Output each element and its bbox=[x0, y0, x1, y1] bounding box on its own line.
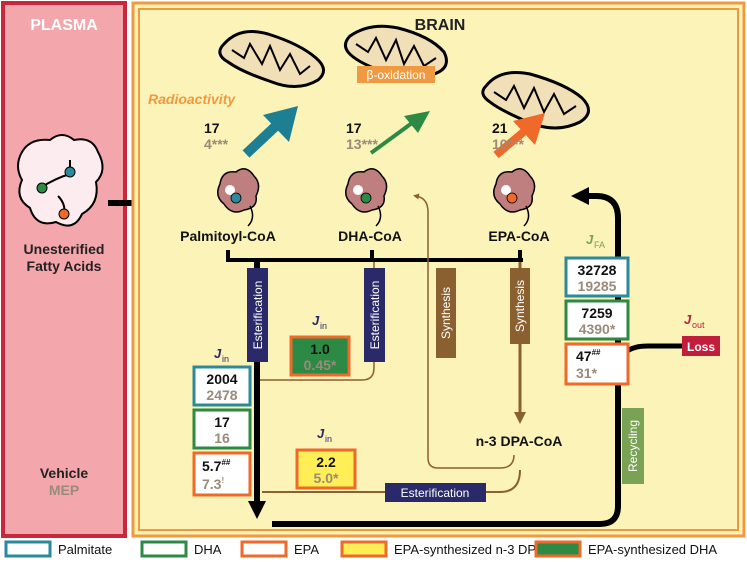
radioactivity-label: Radioactivity bbox=[148, 91, 236, 107]
epa-coa-icon bbox=[493, 168, 536, 227]
mitochondrion-icon bbox=[481, 71, 590, 130]
epa-oxidation-mep: 10*** bbox=[492, 136, 524, 152]
epa-oxidation-vehicle: 21 bbox=[492, 120, 508, 136]
synthesis-label-right: Synthesis bbox=[510, 268, 530, 344]
j-in-palmitate-box: 2004 2478 bbox=[192, 365, 252, 407]
plasma-title: PLASMA bbox=[30, 17, 98, 34]
svg-text:Recycling: Recycling bbox=[626, 420, 640, 472]
unesterified-label-line2: Fatty Acids bbox=[27, 258, 102, 274]
dpa-coa-label: n-3 DPA-CoA bbox=[476, 433, 563, 449]
svg-text:31*: 31* bbox=[576, 365, 598, 381]
palmitoyl-coa-icon bbox=[217, 168, 260, 227]
svg-text:32728: 32728 bbox=[578, 262, 617, 278]
svg-text:Esterification: Esterification bbox=[401, 486, 470, 500]
svg-text:EPA: EPA bbox=[294, 542, 319, 557]
esterification-label-dha: Esterification bbox=[364, 268, 385, 362]
plasma-compartment bbox=[1, 1, 127, 538]
svg-text:Synthesis: Synthesis bbox=[439, 287, 453, 339]
beta-oxidation-label: β-oxidation bbox=[367, 68, 426, 82]
svg-text:2.2: 2.2 bbox=[316, 454, 336, 470]
j-fa-epa-box: 47## 31* bbox=[564, 342, 630, 386]
svg-text:7.3!: 7.3! bbox=[202, 476, 224, 492]
epa-oxidation-arrow bbox=[493, 113, 545, 159]
svg-text:J: J bbox=[317, 426, 325, 441]
svg-text:EPA-synthesized n-3 DPA: EPA-synthesized n-3 DPA bbox=[394, 542, 544, 557]
mitochondrion-icon bbox=[218, 30, 325, 88]
vehicle-legend-label: Vehicle bbox=[40, 465, 88, 481]
svg-text:J: J bbox=[214, 346, 222, 361]
svg-text:Synthesis: Synthesis bbox=[513, 280, 527, 332]
palmitate-oxidation-mep: 4*** bbox=[204, 136, 229, 152]
svg-text:J: J bbox=[684, 312, 692, 327]
j-fa-dha-box: 7259 4390* bbox=[564, 299, 630, 341]
legend-item-dha: DHA bbox=[140, 540, 222, 558]
loss-badge: Loss bbox=[682, 336, 720, 356]
j-in-label-dpa: J in bbox=[317, 426, 332, 444]
mep-legend-label: MEP bbox=[49, 482, 79, 498]
dha-oxidation-vehicle: 17 bbox=[346, 120, 362, 136]
j-fa-palmitate-box: 32728 19285 bbox=[564, 256, 630, 298]
svg-text:2004: 2004 bbox=[206, 371, 237, 387]
svg-text:2478: 2478 bbox=[206, 387, 237, 403]
palmitate-oxidation-arrow bbox=[242, 106, 298, 158]
svg-text:J: J bbox=[586, 232, 594, 247]
palmitoyl-coa-label: Palmitoyl-CoA bbox=[180, 228, 276, 244]
svg-text:in: in bbox=[320, 321, 327, 331]
dha-coa-label: DHA-CoA bbox=[338, 228, 402, 244]
svg-text:7259: 7259 bbox=[581, 305, 612, 321]
legend-item-epa-synth-dpa: EPA-synthesized n-3 DPA bbox=[340, 540, 544, 558]
svg-text:Esterification: Esterification bbox=[251, 281, 265, 350]
unesterified-fatty-acid-blob-icon bbox=[17, 134, 104, 227]
svg-text:Esterification: Esterification bbox=[368, 281, 382, 350]
svg-text:19285: 19285 bbox=[578, 278, 617, 294]
esterification-label-dpa: Esterification bbox=[385, 483, 486, 502]
svg-text:in: in bbox=[325, 434, 332, 444]
svg-text:1.0: 1.0 bbox=[310, 341, 330, 357]
unesterified-label-line1: Unesterified bbox=[24, 241, 105, 257]
j-in-epa-synth-dpa-box: 2.2 5.0* bbox=[295, 448, 357, 490]
svg-text:17: 17 bbox=[214, 414, 230, 430]
svg-text:FA: FA bbox=[594, 240, 605, 250]
dha-esterification-path bbox=[260, 262, 375, 381]
j-in-epa-synth-dha-box: 1.0 0.45* bbox=[289, 335, 351, 377]
dha-oxidation-arrow bbox=[369, 111, 430, 155]
epa-coa-label: EPA-CoA bbox=[488, 228, 549, 244]
dpa-esterification-path bbox=[262, 469, 521, 493]
j-out-label: J out bbox=[684, 312, 705, 330]
brain-inner-border bbox=[138, 8, 739, 531]
synthesis-loop-to-dha bbox=[413, 193, 515, 469]
j-in-label-main: J in bbox=[214, 346, 229, 364]
svg-text:out: out bbox=[692, 320, 705, 330]
legend-item-palmitate: Palmitate bbox=[4, 540, 112, 558]
j-in-dha-box: 17 16 bbox=[192, 408, 252, 450]
svg-text:Loss: Loss bbox=[687, 340, 715, 354]
recycling-label: Recycling bbox=[622, 408, 644, 484]
legend-item-epa: EPA bbox=[240, 540, 319, 558]
j-in-label-dha: J in bbox=[312, 313, 327, 331]
svg-text:0.45*: 0.45* bbox=[304, 357, 337, 373]
svg-text:EPA-synthesized DHA: EPA-synthesized DHA bbox=[588, 542, 717, 557]
dha-coa-icon bbox=[345, 168, 388, 227]
svg-text:4390*: 4390* bbox=[579, 321, 616, 337]
j-fa-label: J FA bbox=[586, 232, 605, 250]
svg-text:J: J bbox=[312, 313, 320, 328]
svg-text:47##: 47## bbox=[576, 348, 601, 364]
brain-title: BRAIN bbox=[415, 17, 466, 34]
legend-item-epa-synth-dha: EPA-synthesized DHA bbox=[534, 540, 717, 558]
dha-oxidation-mep: 13*** bbox=[346, 136, 378, 152]
svg-text:Palmitate: Palmitate bbox=[58, 542, 112, 557]
svg-text:5.7##: 5.7## bbox=[202, 458, 231, 474]
svg-text:16: 16 bbox=[214, 430, 230, 446]
svg-text:5.0*: 5.0* bbox=[314, 470, 339, 486]
svg-text:DHA: DHA bbox=[194, 542, 222, 557]
legend: Palmitate DHA EPA EPA-synthesized n-3 DP… bbox=[4, 540, 717, 558]
svg-text:in: in bbox=[222, 354, 229, 364]
palmitate-oxidation-vehicle: 17 bbox=[204, 120, 220, 136]
j-in-epa-box: 5.7## 7.3! bbox=[192, 451, 252, 497]
esterification-label-main: Esterification bbox=[247, 268, 268, 362]
synthesis-label-left: Synthesis bbox=[436, 268, 456, 358]
beta-oxidation-badge bbox=[357, 66, 435, 83]
